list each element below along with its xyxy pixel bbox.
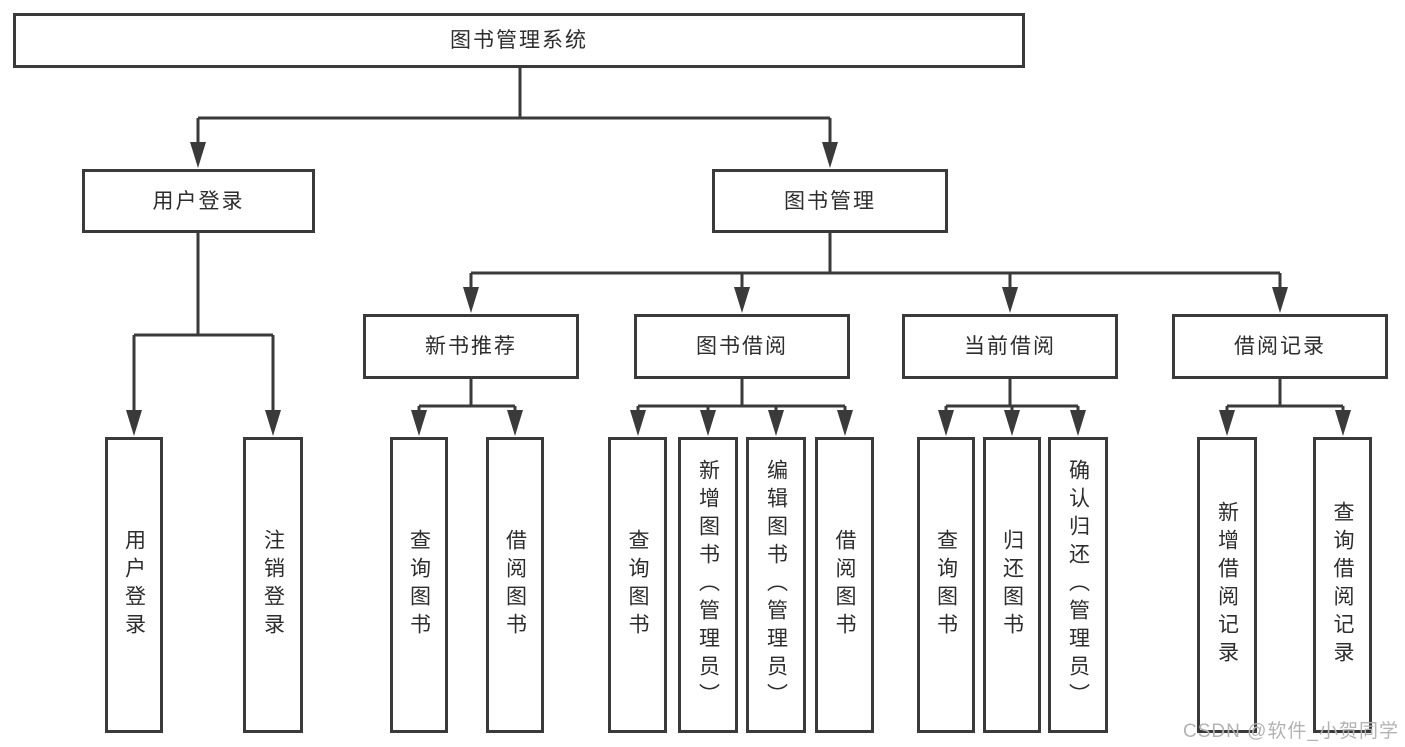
node-user-login: 用户登录 [82, 169, 315, 233]
leaf-query-books-current-label: 查询图书 [934, 529, 958, 641]
leaf-logout-label: 注销登录 [261, 529, 285, 641]
arrowhead-icon [1335, 410, 1351, 436]
leaf-query-borrow-record-label: 查询借阅记录 [1331, 501, 1354, 669]
node-library-system-label: 图书管理系统 [450, 29, 588, 52]
leaf-query-borrow-record: 查询借阅记录 [1313, 437, 1372, 733]
arrowhead-icon [822, 142, 838, 168]
arrowhead-icon [700, 410, 716, 436]
arrowhead-icon [463, 287, 479, 313]
leaf-query-books-recommend: 查询图书 [390, 437, 448, 733]
arrowhead-icon [1004, 410, 1020, 436]
arrowhead-icon [768, 410, 784, 436]
arrowhead-icon [126, 410, 142, 436]
arrowhead-icon [1002, 287, 1018, 313]
arrowhead-icon [190, 142, 206, 168]
node-new-book-recommend: 新书推荐 [363, 314, 579, 379]
node-current-borrow-label: 当前借阅 [964, 335, 1056, 358]
node-book-borrow-label: 图书借阅 [696, 335, 788, 358]
arrowhead-icon [837, 410, 853, 436]
leaf-return-books: 归还图书 [983, 437, 1041, 733]
node-new-book-recommend-label: 新书推荐 [425, 335, 517, 358]
leaf-borrow-books-label: 借阅图书 [833, 529, 856, 641]
leaf-user-login-label: 用户登录 [122, 529, 146, 641]
leaf-add-borrow-record-label: 新增借阅记录 [1215, 501, 1239, 669]
leaf-logout: 注销登录 [243, 437, 303, 733]
leaf-return-books-label: 归还图书 [1000, 529, 1024, 641]
node-borrow-records-label: 借阅记录 [1234, 335, 1326, 358]
node-book-borrow: 图书借阅 [634, 314, 850, 379]
arrowhead-icon [938, 410, 954, 436]
leaf-query-books-current: 查询图书 [917, 437, 975, 733]
leaf-add-books-admin: 新增图书（管理员） [678, 437, 738, 733]
arrowhead-icon [265, 410, 281, 436]
leaf-user-login: 用户登录 [105, 437, 163, 733]
leaf-query-books-recommend-label: 查询图书 [407, 529, 431, 641]
node-book-management: 图书管理 [712, 169, 948, 233]
arrowhead-icon [1219, 410, 1235, 436]
arrowhead-icon [1070, 410, 1086, 436]
arrowhead-icon [630, 410, 646, 436]
leaf-borrow-books: 借阅图书 [815, 437, 874, 733]
node-library-system: 图书管理系统 [13, 13, 1025, 68]
node-book-management-label: 图书管理 [784, 189, 876, 213]
arrowhead-icon [734, 287, 750, 313]
leaf-add-books-admin-label: 新增图书（管理员） [696, 459, 720, 711]
leaf-confirm-return-admin: 确认归还（管理员） [1048, 437, 1108, 733]
leaf-borrow-books-recommend: 借阅图书 [486, 437, 544, 733]
leaf-query-books-borrow-label: 查询图书 [626, 529, 649, 641]
leaf-query-books-borrow: 查询图书 [608, 437, 667, 733]
arrowhead-icon [507, 410, 523, 436]
csdn-watermark: CSDN @软件_小贺同学 [1183, 721, 1399, 742]
arrowhead-icon [411, 410, 427, 436]
arrowhead-icon [1272, 287, 1288, 313]
leaf-edit-books-admin-label: 编辑图书（管理员） [764, 459, 788, 711]
leaf-confirm-return-admin-label: 确认归还（管理员） [1066, 459, 1090, 711]
leaf-add-borrow-record: 新增借阅记录 [1197, 437, 1257, 733]
node-user-login-label: 用户登录 [152, 189, 245, 213]
leaf-edit-books-admin: 编辑图书（管理员） [746, 437, 806, 733]
node-current-borrow: 当前借阅 [902, 314, 1118, 379]
node-borrow-records: 借阅记录 [1172, 314, 1388, 379]
leaf-borrow-books-recommend-label: 借阅图书 [503, 529, 527, 641]
